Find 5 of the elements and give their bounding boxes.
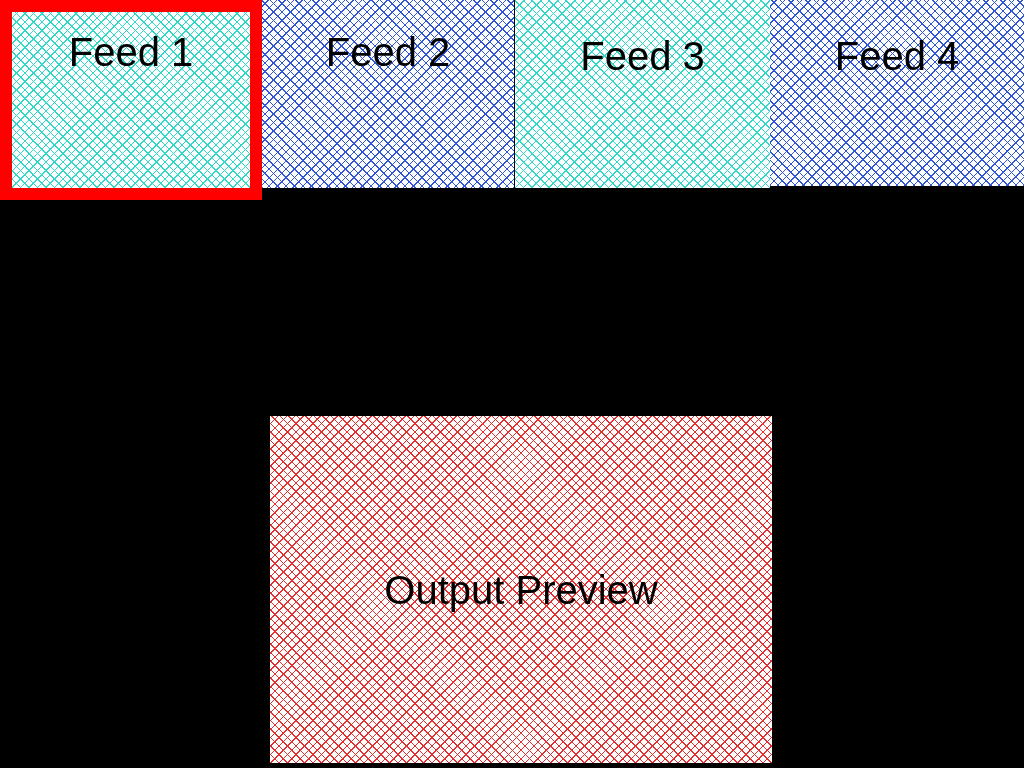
output-preview-panel [270, 416, 772, 763]
feed-panel [515, 0, 770, 188]
feed-panel [770, 0, 1024, 186]
feed-panel [0, 0, 262, 200]
feed-panel [262, 0, 514, 188]
